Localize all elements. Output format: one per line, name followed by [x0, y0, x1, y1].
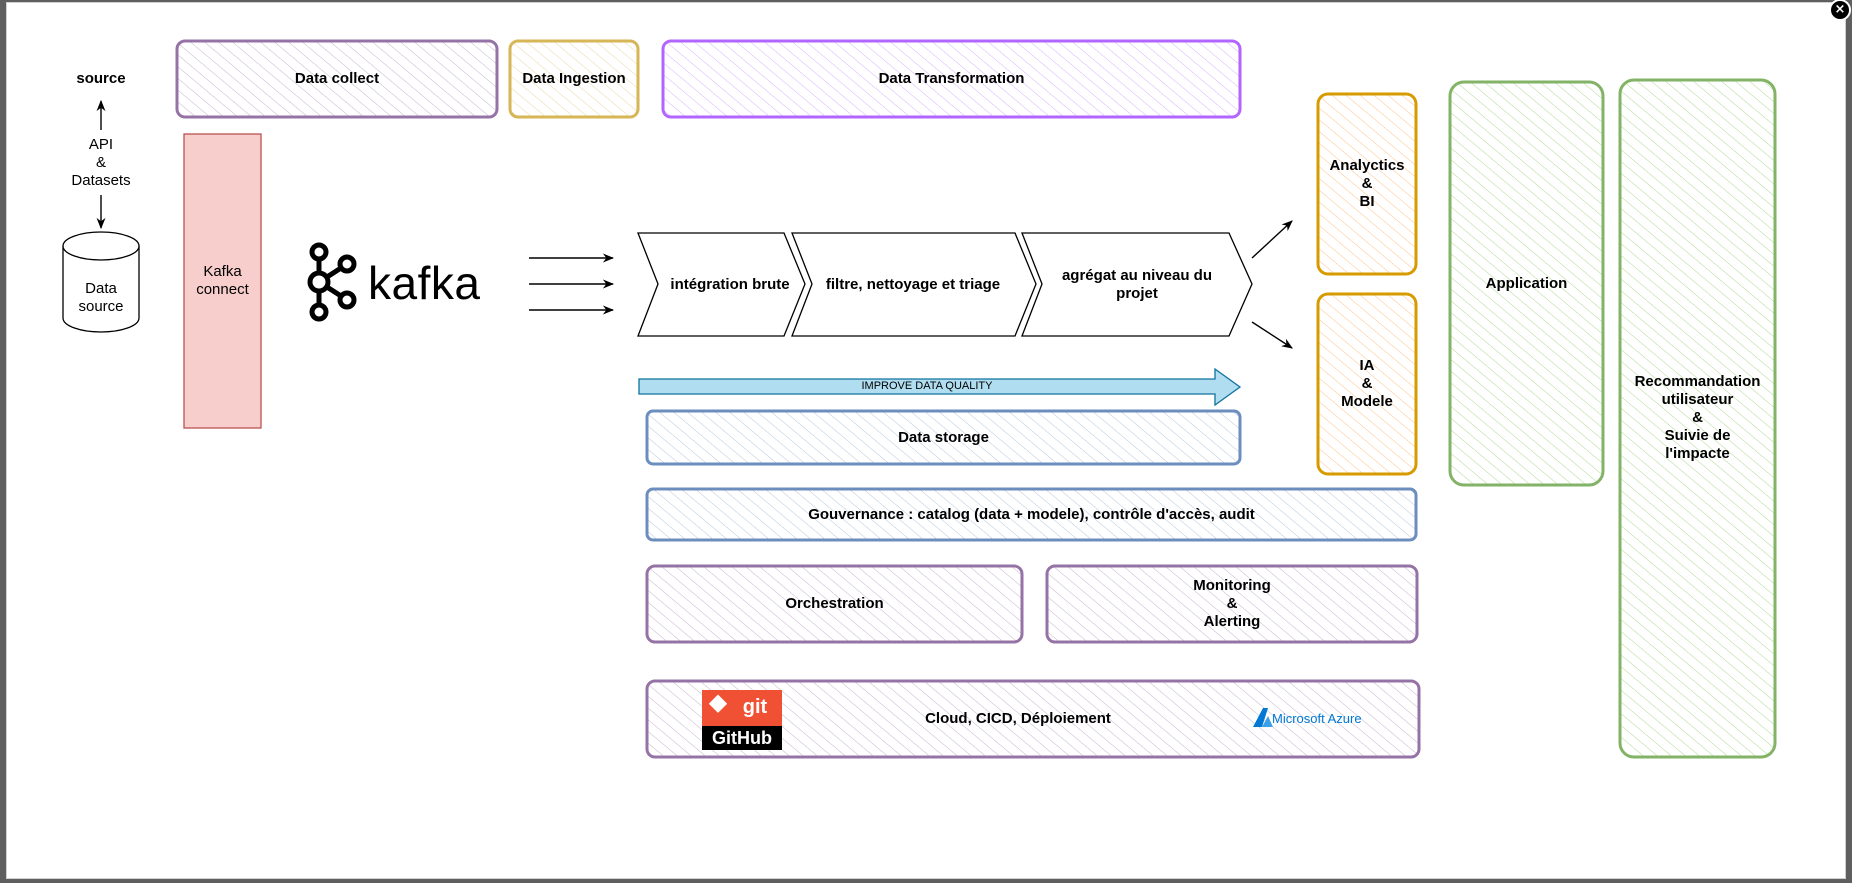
monitoring-box: [1045, 564, 1419, 644]
to-ia-arrow: [1251, 321, 1293, 349]
analytics-box: [1316, 92, 1418, 276]
recommandation-label: Recommandation utilisateur & Suivie de l…: [1634, 373, 1761, 462]
step-label-3: agrégat au niveau du projet: [1061, 266, 1213, 302]
data-transformation-box: [661, 39, 1242, 119]
close-icon[interactable]: ×: [1829, 0, 1851, 21]
monitoring-label: Monitoring & Alerting: [1193, 577, 1271, 630]
ia-box: [1316, 292, 1418, 476]
data-storage-box: [645, 409, 1242, 466]
improve-quality-label: IMPROVE DATA QUALITY: [861, 380, 993, 392]
source-title: source: [76, 70, 126, 87]
analytics-label: Analyctics & BI: [1329, 157, 1405, 210]
data-storage-label: Data storage: [898, 428, 989, 446]
data-transformation-label: Data Transformation: [878, 70, 1025, 87]
governance-box: [645, 487, 1418, 542]
data-collect-label: Data collect: [294, 70, 380, 87]
step-chevron-2: [791, 232, 1037, 337]
kafka-connect-label: Kafka connect: [196, 263, 249, 298]
to-analytics-arrow: [1251, 220, 1293, 259]
step-label-2: filtre, nettoyage et triage: [825, 275, 1001, 293]
data-ingestion-box: [508, 39, 640, 119]
github-logo-text: GitHub: [712, 728, 772, 748]
data-source-label: Data source: [78, 280, 124, 315]
api-datasets-label: API & Datasets: [71, 136, 131, 189]
kafka-logo-text: kafka: [368, 257, 481, 309]
kafka-connect-box: [183, 133, 262, 429]
ia-label: IA & Modele: [1341, 357, 1393, 410]
git-logo-text: git: [742, 696, 768, 718]
governance-label: Gouvernance : catalog (data + modele), c…: [808, 505, 1255, 523]
data-collect-box: [175, 39, 499, 119]
azure-logo-text: Microsoft Azure: [1272, 710, 1362, 726]
data-source-cylinder: [62, 231, 140, 333]
recommandation-box: [1618, 78, 1777, 759]
improve-quality-arrow: [638, 367, 1242, 407]
git-github-logo: [702, 690, 782, 750]
cloud-label: Cloud, CICD, Déploiement: [925, 710, 1111, 727]
data-ingestion-label: Data Ingestion: [522, 70, 626, 87]
step-chevron-1: [637, 232, 806, 337]
step-chevron-3: [1021, 232, 1253, 337]
application-box: [1448, 80, 1605, 487]
kafka-logo-icon: [307, 242, 357, 322]
azure-logo-icon: [1253, 708, 1273, 727]
orchestration-box: [645, 564, 1024, 644]
step-label-1: intégration brute: [670, 275, 790, 293]
orchestration-label: Orchestration: [785, 595, 884, 612]
application-label: Application: [1485, 274, 1568, 292]
cloud-box: [645, 679, 1421, 759]
